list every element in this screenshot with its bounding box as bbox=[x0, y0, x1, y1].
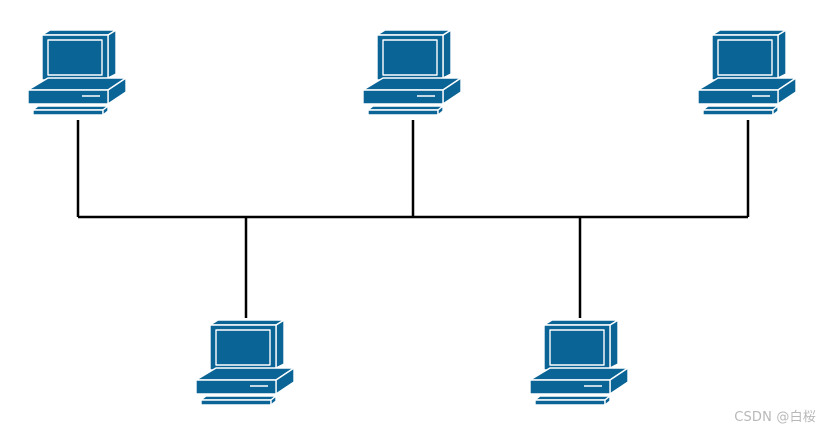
computer-icon bbox=[529, 319, 629, 406]
computer-icon bbox=[362, 29, 462, 116]
watermark: CSDN @白桜 bbox=[734, 410, 816, 425]
computer-icon bbox=[697, 29, 797, 116]
computer-icon bbox=[27, 29, 127, 116]
computer-icon bbox=[195, 319, 295, 406]
